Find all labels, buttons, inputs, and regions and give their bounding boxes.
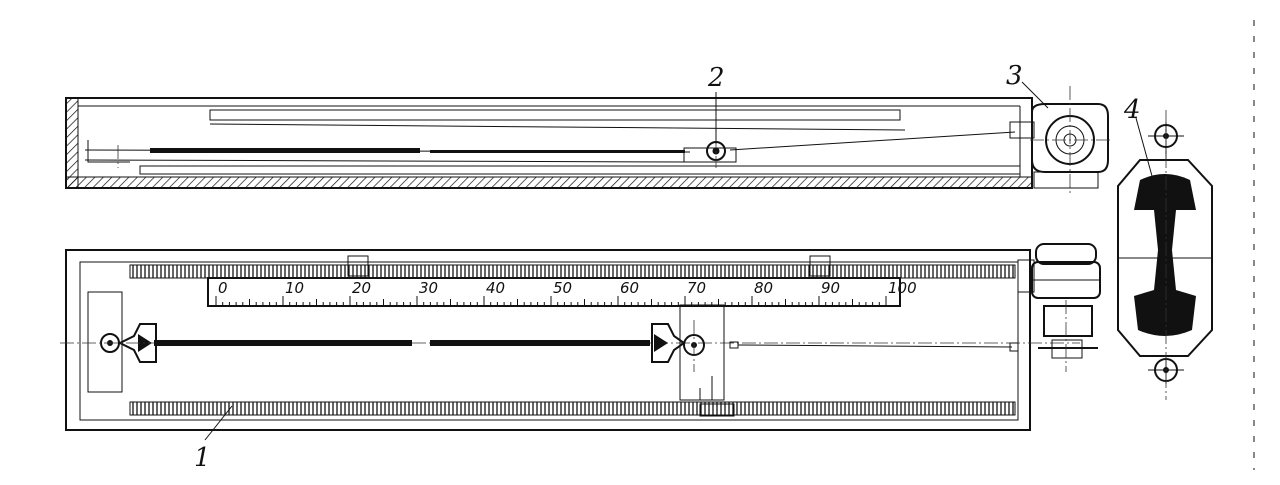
- pull-wire: [737, 344, 1013, 348]
- lower-rack: [129, 401, 1016, 416]
- slide-edge: [209, 123, 906, 131]
- left-clamp-section: [87, 140, 130, 163]
- left-grip: [87, 291, 157, 393]
- callout-1-label: 1: [194, 443, 211, 473]
- scale-labels: 0 10 20 30 40 50 60 70 80 90 100: [218, 279, 917, 297]
- sample-rod-dark-left: [150, 148, 420, 153]
- scale-label: 50: [553, 279, 572, 297]
- scale-label: 70: [687, 279, 706, 297]
- scale-ticks: [215, 296, 887, 306]
- part-2-roller: [683, 134, 737, 168]
- frame-outer: [65, 249, 1031, 431]
- scale-label: 60: [620, 279, 639, 297]
- callout-4: 4: [1123, 95, 1153, 177]
- callout-2: 2: [707, 63, 725, 144]
- side-section-view: [65, 86, 1112, 196]
- callout-4-label: 4: [1123, 95, 1141, 125]
- housing-left-wall: [65, 97, 79, 189]
- drive-wire: [729, 131, 1016, 151]
- specimen-right-half: [430, 340, 650, 346]
- callout-1: 1: [194, 405, 233, 473]
- callout-2-label: 2: [707, 63, 725, 93]
- measuring-scale: [207, 277, 901, 307]
- moving-carriage: [651, 304, 739, 417]
- scale-label: 10: [285, 279, 304, 297]
- sample-rod-dark-right: [430, 150, 685, 153]
- wire-anchor: [1009, 342, 1019, 352]
- part-4-specimen-section: [1117, 110, 1213, 400]
- scale-label: 30: [419, 279, 438, 297]
- scale-label: 90: [821, 279, 840, 297]
- upper-rack: [129, 264, 1016, 279]
- drive-unit-plan: [1017, 243, 1101, 372]
- scale-bracket-left: [347, 255, 369, 277]
- callout-3: 3: [1006, 61, 1049, 109]
- part-3-motor: [1009, 86, 1112, 196]
- scale-label: 80: [754, 279, 773, 297]
- scale-label: 40: [486, 279, 505, 297]
- sample-rod-lower: [84, 159, 691, 163]
- scale-label: 20: [352, 279, 371, 297]
- scale-label: 0: [218, 279, 228, 297]
- scale-label: 100: [888, 279, 917, 297]
- specimen-left-half: [154, 340, 412, 346]
- frame-inner: [79, 261, 1019, 421]
- lower-rail: [139, 165, 1021, 175]
- callout-3-label: 3: [1006, 61, 1023, 91]
- scale-bracket-right: [809, 255, 831, 277]
- housing-bottom-wall: [65, 176, 1033, 189]
- upper-slide-bar: [209, 109, 901, 121]
- plan-view: 0 10 20 30 40 50 60 70 80 90 100: [60, 243, 1101, 431]
